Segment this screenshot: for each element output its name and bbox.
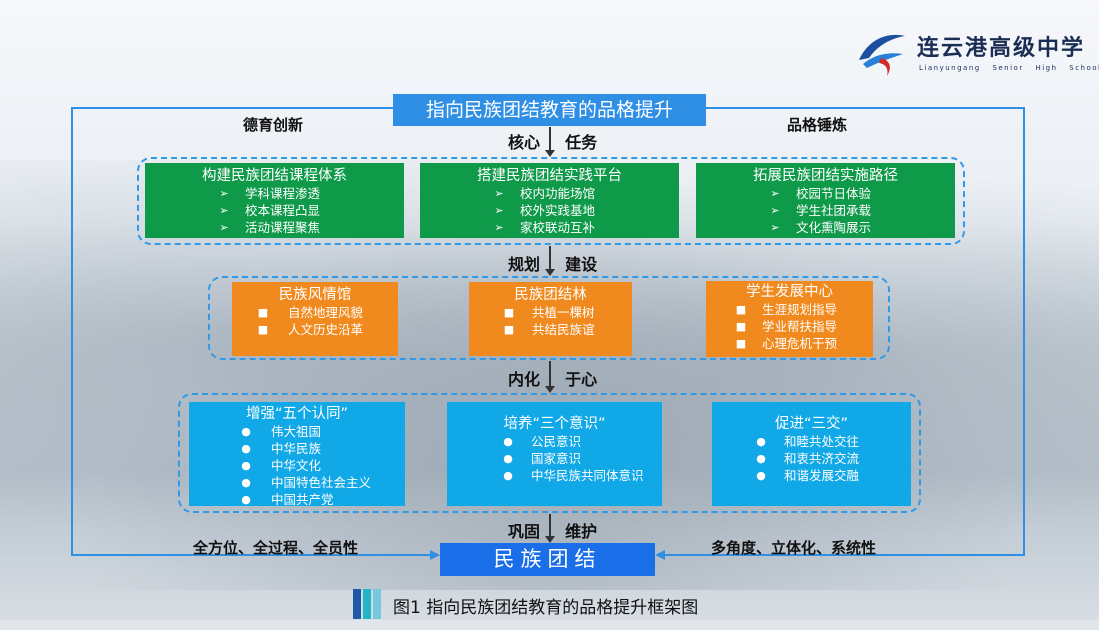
- list-item: ■自然地理风貌: [257, 305, 364, 320]
- list-item: ●和衷共济交流: [756, 451, 860, 466]
- list-item: ■共结民族谊: [503, 322, 595, 337]
- logo-mark-icon: [859, 34, 905, 76]
- list-item: ●公民意识: [503, 434, 582, 449]
- row1-card-3: 拓展民族团结实施路径 ➢校园节日体验 ➢学生社团承载 ➢文化熏陶展示: [696, 163, 955, 238]
- logo-name-cn: 连云港高级中学: [917, 35, 1086, 61]
- list-item: ➢校本课程凸显: [219, 203, 321, 218]
- row2-card-2: 民族团结林 ■共植一棵树 ■共结民族谊: [469, 282, 632, 356]
- row2-card-1: 民族风情馆 ■自然地理风貌 ■人文历史沿革: [232, 282, 398, 356]
- list-item: ➢学生社团承载: [770, 203, 872, 218]
- list-item: ■生涯规划指导: [735, 302, 838, 317]
- list-item: ➢校园节日体验: [770, 186, 872, 201]
- row3-card-3: 促进“三交” ●和睦共处交往 ●和衷共济交流 ●和谐发展交融: [712, 402, 911, 506]
- row3-card-2: 培养“三个意识” ●公民意识 ●国家意识 ●中华民族共同体意识: [447, 402, 662, 506]
- side-label-top-left: 德育创新: [243, 116, 304, 134]
- connector-label-1-right: 任务: [565, 133, 598, 152]
- school-logo: 连云港高级中学 Lianyungang Senior High School: [855, 28, 1099, 78]
- list-item: ➢活动课程聚焦: [219, 220, 321, 235]
- connector-label-3: 内化 于心: [490, 366, 610, 390]
- logo-name-en: Lianyungang Senior High School: [919, 64, 1099, 72]
- list-item: ➢校内功能场馆: [494, 186, 596, 201]
- side-label-bottom-left: 全方位、全过程、全员性: [193, 539, 359, 557]
- card-title: 学生发展中心: [746, 284, 833, 300]
- connector-label-4-left: 巩固: [507, 522, 540, 541]
- connector-label-2-right: 建设: [565, 255, 598, 274]
- list-item: ●国家意识: [503, 451, 582, 466]
- loop-arrowhead-left: [430, 550, 440, 560]
- list-item: ➢文化熏陶展示: [770, 220, 872, 235]
- down-arrow-icon: [545, 361, 555, 393]
- row2-group: [208, 276, 890, 360]
- list-item: ➢家校联动互补: [494, 220, 596, 235]
- list-item: ➢学科课程渗透: [219, 186, 321, 201]
- list-item: ●中国特色社会主义: [241, 475, 372, 490]
- card-title: 拓展民族团结实施路径: [753, 168, 898, 184]
- row1-card-2: 搭建民族团结实践平台 ➢校内功能场馆 ➢校外实践基地 ➢家校联动互补: [420, 163, 679, 238]
- card-title: 搭建民族团结实践平台: [477, 168, 622, 184]
- list-item: ●和睦共处交往: [756, 434, 860, 449]
- loop-arrowhead-right: [655, 550, 665, 560]
- caption-text: 图1 指向民族团结教育的品格提升框架图: [393, 598, 699, 618]
- list-item: ■人文历史沿革: [257, 322, 364, 337]
- connector-label-3-right: 于心: [565, 370, 598, 389]
- side-label-bottom-right: 多角度、立体化、系统性: [711, 539, 877, 557]
- bottom-strip: [0, 620, 1099, 630]
- connector-label-4-right: 维护: [565, 522, 598, 541]
- framework-title: 指向民族团结教育的品格提升: [393, 94, 706, 126]
- ethnic-unity-box: 民族团结: [440, 543, 655, 576]
- list-item: ■共植一棵树: [503, 305, 595, 320]
- connector-label-2: 规划 建设: [490, 251, 610, 275]
- side-label-top-right: 品格锤炼: [787, 116, 848, 134]
- card-title: 民族团结林: [514, 287, 587, 303]
- list-item: ●中华文化: [241, 458, 322, 473]
- card-title: 构建民族团结课程体系: [202, 168, 347, 184]
- down-arrow-icon: [545, 514, 555, 543]
- row3-group: [178, 393, 921, 513]
- row2-card-3: 学生发展中心 ■生涯规划指导 ■学业帮扶指导 ■心理危机干预: [706, 281, 873, 357]
- list-item: ●和谐发展交融: [756, 468, 860, 483]
- connector-label-2-left: 规划: [507, 255, 540, 274]
- row1-group: [137, 157, 965, 245]
- connector-label-4: 巩固 维护: [490, 518, 610, 542]
- row1-card-1: 构建民族团结课程体系 ➢学科课程渗透 ➢校本课程凸显 ➢活动课程聚焦: [145, 163, 404, 238]
- card-title: 促进“三交”: [774, 416, 849, 432]
- card-title: 民族风情馆: [278, 287, 352, 303]
- connector-label-3-left: 内化: [507, 370, 540, 389]
- row3-card-1: 增强“五个认同” ●伟大祖国 ●中华民族 ●中华文化 ●中国特色社会主义 ●中国…: [189, 402, 405, 506]
- connector-label-1: 核心 任务: [490, 129, 610, 153]
- list-item: ■心理危机干预: [735, 336, 838, 351]
- down-arrow-icon: [545, 127, 555, 157]
- list-item: ■学业帮扶指导: [735, 319, 838, 334]
- list-item: ➢校外实践基地: [494, 203, 596, 218]
- caption-bars-icon: [353, 589, 381, 619]
- card-title: 增强“五个认同”: [245, 406, 349, 422]
- connector-label-1-left: 核心: [507, 133, 540, 152]
- card-title: 培养“三个意识”: [503, 416, 606, 432]
- list-item: ●中华民族共同体意识: [503, 468, 644, 483]
- list-item: ●伟大祖国: [241, 424, 322, 439]
- list-item: ●中华民族: [241, 441, 322, 456]
- down-arrow-icon: [545, 246, 555, 276]
- list-item: ●中国共产党: [241, 492, 334, 506]
